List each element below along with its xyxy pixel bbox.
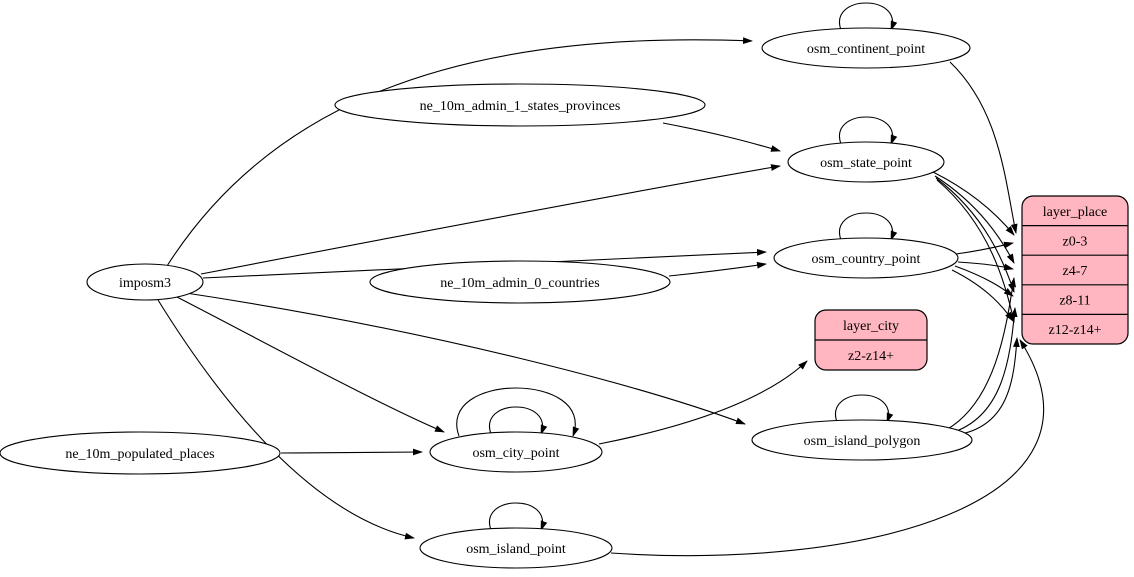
record-shape-layer_place	[1021, 195, 1129, 345]
self-loop-osm_island_point	[488, 502, 548, 531]
node-shape-osm_continent_point	[761, 27, 971, 69]
node-ne_10m_populated_places: ne_10m_populated_places	[0, 431, 281, 475]
edge-osm_island_polygon-layer_place:z8-11	[950, 307, 1018, 434]
node-shape-osm_city_point	[429, 431, 603, 473]
node-label-osm_country_point: osm_country_point	[812, 252, 921, 267]
edge-imposm3-osm_state_point	[200, 164, 781, 275]
edge-osm_island_polygon-layer_place:z4-7	[945, 277, 1016, 431]
self-loop-osm_island_polygon	[834, 394, 894, 423]
record-row-layer_place-z4-7: z4-7	[1063, 264, 1088, 279]
edge-imposm3-osm_island_polygon	[185, 292, 746, 425]
node-label-osm_island_point: osm_island_point	[466, 542, 566, 557]
node-shape-osm_state_point	[787, 141, 945, 183]
node-shape-ne_10m_admin_1_states_provinces	[334, 83, 706, 127]
node-ne_10m_admin_1_states_provinces: ne_10m_admin_1_states_provinces	[334, 83, 706, 127]
node-label-osm_state_point: osm_state_point	[820, 156, 912, 171]
edge-osm_state_point-layer_place:z0-3	[932, 171, 1015, 236]
edge-ne_10m_populated_places-osm_city_point	[280, 448, 423, 456]
edge-osm_island_polygon-layer_place:z12-z14+	[955, 337, 1020, 436]
node-osm_continent_point: osm_continent_point	[761, 27, 971, 69]
self-loop-osm_continent_point	[838, 2, 898, 31]
node-osm_island_polygon: osm_island_polygon	[751, 419, 973, 461]
record-row-layer_place-z12-z14+: z12-z14+	[1049, 323, 1102, 338]
edge-imposm3-osm_island_point	[157, 299, 415, 540]
self-loop-osm_city_point	[488, 406, 548, 435]
record-row-layer_place-z0-3: z0-3	[1063, 234, 1088, 249]
node-osm_city_point: osm_city_point	[429, 431, 603, 473]
node-label-osm_island_polygon: osm_island_polygon	[804, 434, 921, 449]
node-shape-ne_10m_admin_0_countries	[369, 260, 671, 304]
edge-osm_state_point-layer_place:z8-11	[935, 177, 1015, 293]
edge-osm_island_point-layer_place:z12-z14+	[610, 339, 1045, 557]
edge-osm_country_point-layer_place:z4-7	[957, 261, 1014, 271]
edge-imposm3-osm_continent_point	[166, 37, 753, 267]
node-shape-imposm3	[86, 263, 204, 301]
edge-ne_10m_admin_1_states_provinces-osm_state_point	[662, 122, 781, 152]
record-row-layer_city-z2-z14+: z2-z14+	[848, 349, 894, 364]
node-label-ne_10m_admin_1_states_provinces: ne_10m_admin_1_states_provinces	[420, 99, 621, 114]
edge-osm_country_point-layer_place:z0-3	[955, 241, 1014, 255]
record-layer_place: layer_place z0-3 z4-7 z8-11 z12-z14+	[1021, 195, 1129, 345]
node-ne_10m_admin_0_countries: ne_10m_admin_0_countries	[369, 260, 671, 304]
node-label-osm_city_point: osm_city_point	[472, 446, 559, 461]
edge-osm_country_point-layer_place:z12-z14+	[951, 269, 1014, 322]
edge-osm_city_point-layer_city:z2-z14+	[598, 360, 808, 445]
node-osm_country_point: osm_country_point	[773, 237, 959, 279]
record-layer_city: layer_city z2-z14+	[814, 309, 928, 371]
record-row-layer_place-z8-11: z8-11	[1059, 294, 1090, 309]
edge-imposm3-osm_city_point	[176, 296, 445, 433]
edge-ne_10m_admin_0_countries-osm_country_point	[668, 261, 767, 277]
self-loop-osm_country_point	[838, 212, 898, 241]
edge-osm_state_point-layer_place:z4-7	[934, 175, 1015, 264]
node-imposm3: imposm3	[86, 263, 204, 301]
edge-osm_continent_point-layer_place:z0-3	[949, 61, 1018, 234]
record-title-layer_city: layer_city	[843, 319, 899, 334]
edge-osm_country_point-layer_place:z8-11	[954, 265, 1014, 297]
node-label-imposm3: imposm3	[119, 276, 171, 291]
self-loop-osm_state_point	[838, 116, 898, 145]
node-shape-ne_10m_populated_places	[0, 431, 281, 475]
node-label-ne_10m_populated_places: ne_10m_populated_places	[65, 447, 214, 462]
node-shape-osm_country_point	[773, 237, 959, 279]
node-shape-osm_island_polygon	[751, 419, 973, 461]
self-loop-osm_city_point	[456, 387, 580, 437]
nodes-layer: imposm3 ne_10m_admin_1_states_provincesne…	[0, 27, 1129, 569]
node-label-ne_10m_admin_0_countries: ne_10m_admin_0_countries	[440, 276, 599, 291]
edge-osm_state_point-layer_place:z12-z14+	[936, 179, 1016, 323]
node-osm_island_point: osm_island_point	[419, 527, 613, 569]
node-label-osm_continent_point: osm_continent_point	[807, 42, 925, 57]
node-shape-osm_island_point	[419, 527, 613, 569]
node-osm_state_point: osm_state_point	[787, 141, 945, 183]
record-title-layer_place: layer_place	[1043, 205, 1108, 220]
